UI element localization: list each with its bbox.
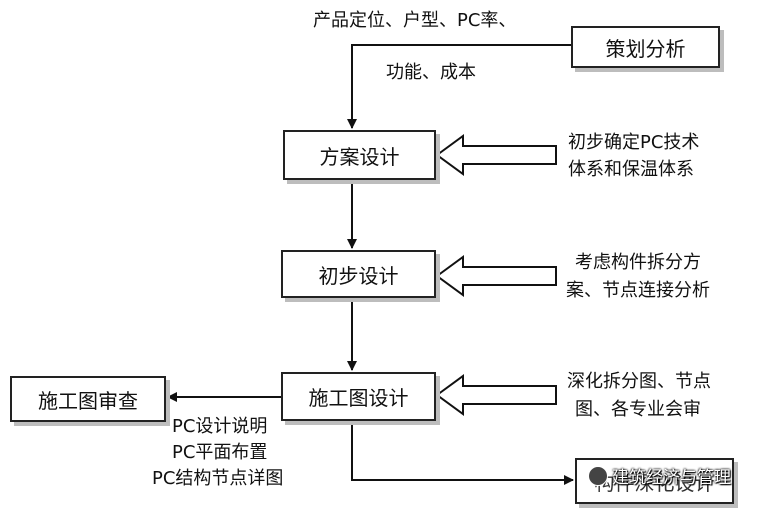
preliminary-input-block-arrow xyxy=(435,255,557,297)
scheme-note-line1: 初步确定PC技术 xyxy=(568,132,700,153)
planning-to-scheme-arrow xyxy=(347,44,571,129)
deliverable-node-details: PC结构节点详图 xyxy=(152,468,284,489)
planning-analysis-box: 策划分析 xyxy=(571,26,720,68)
scheme-input-block-arrow xyxy=(435,134,557,176)
deliverable-design-notes: PC设计说明 xyxy=(172,416,268,437)
construction-to-component-arrow xyxy=(351,421,574,485)
scheme-design-box: 方案设计 xyxy=(283,130,436,180)
construction-drawing-design-box: 施工图设计 xyxy=(281,372,436,421)
scheme-design-label: 方案设计 xyxy=(319,144,400,169)
preliminary-note-line2: 案、节点连接分析 xyxy=(566,280,710,301)
watermark: 建筑经济与管理 xyxy=(588,463,731,488)
construction-input-block-arrow xyxy=(435,374,557,416)
preliminary-design-box: 初步设计 xyxy=(281,250,436,298)
planning-note-line1: 产品定位、户型、PC率、 xyxy=(313,10,517,31)
preliminary-note-line1: 考虑构件拆分方 xyxy=(575,252,701,273)
construction-note-line2: 图、各专业会审 xyxy=(575,399,701,420)
component-deepening-design-label: 构件深化设计 xyxy=(594,470,715,495)
construction-drawing-review-label: 施工图审查 xyxy=(38,388,138,413)
component-deepening-design-box: 构件深化设计 xyxy=(575,458,734,504)
preliminary-design-label: 初步设计 xyxy=(318,263,399,288)
watermark-text: 建筑经济与管理 xyxy=(612,468,731,488)
construction-drawing-design-label: 施工图设计 xyxy=(308,386,409,410)
construction-drawing-review-box: 施工图审查 xyxy=(10,376,166,422)
scheme-note-line2: 体系和保温体系 xyxy=(568,159,694,180)
wechat-logo-icon xyxy=(588,465,608,486)
deliverable-plan-layout: PC平面布置 xyxy=(172,442,268,463)
planning-note-line2: 功能、成本 xyxy=(386,62,476,83)
planning-analysis-label: 策划分析 xyxy=(605,36,686,61)
construction-note-line1: 深化拆分图、节点 xyxy=(567,371,711,392)
